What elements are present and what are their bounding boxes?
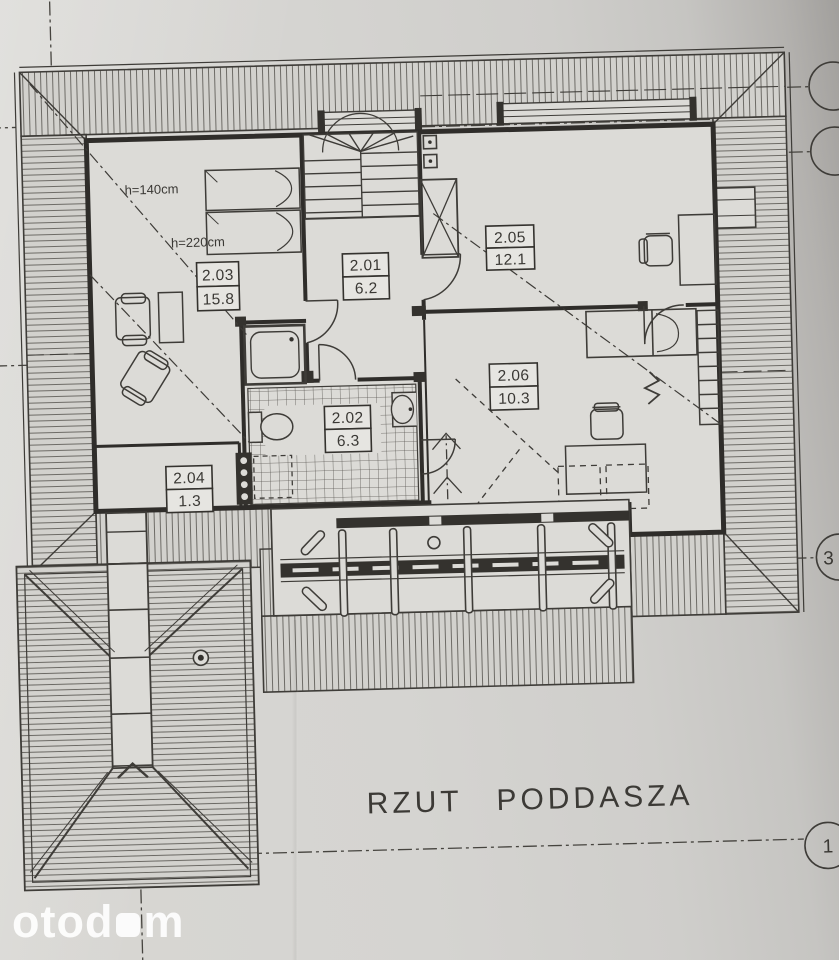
sink <box>390 391 417 428</box>
room-label-2-04 <box>165 464 214 514</box>
chimney-shaft <box>419 134 460 259</box>
doors <box>305 253 684 475</box>
room-label-2-06 <box>488 362 540 411</box>
otodom-square-glyph <box>116 913 141 937</box>
watermark-text-prefix: otod <box>12 896 114 947</box>
side-table <box>157 291 185 344</box>
svg-text:2.05: 2.05 <box>494 229 526 247</box>
hip-lines <box>23 564 253 879</box>
axis-number-3: 3 <box>823 548 834 569</box>
svg-text:2.01: 2.01 <box>350 257 382 275</box>
balcony <box>270 498 633 617</box>
room-2-05 <box>432 213 722 425</box>
armchair-2 <box>120 350 171 406</box>
watermark-text-suffix: m <box>143 896 185 947</box>
svg-text:15.8: 15.8 <box>202 291 234 309</box>
svg-text:6.2: 6.2 <box>355 280 378 298</box>
slope-arrow <box>431 432 463 500</box>
chair-2 <box>589 402 624 441</box>
room-label-2-02 <box>323 404 373 454</box>
axis-number-1: 1 <box>822 836 833 857</box>
desk-chair <box>638 232 674 267</box>
heater-zigzag <box>642 371 661 405</box>
desk <box>677 213 718 286</box>
room-label-2-03 <box>195 260 241 312</box>
bed-2 <box>585 307 698 359</box>
svg-text:1.3: 1.3 <box>178 493 201 511</box>
room-label-2-01 <box>341 251 391 301</box>
dashed-skylights <box>455 378 650 512</box>
svg-text:2.03: 2.03 <box>202 267 234 285</box>
svg-text:2.02: 2.02 <box>332 409 364 427</box>
closet-door-panel <box>235 452 253 505</box>
room-label-2-05 <box>484 224 536 272</box>
height-label-140: h=140cm <box>124 181 178 197</box>
shower <box>242 323 308 386</box>
beds <box>204 167 303 256</box>
lower-roof <box>15 559 260 892</box>
slope-line <box>432 213 722 425</box>
toilet <box>247 411 294 444</box>
room-2-06 <box>431 371 661 512</box>
washer-dashed <box>252 454 294 500</box>
drawing-title: RZUT PODDASZA <box>366 779 694 821</box>
right-wall-wardrobe <box>696 309 722 426</box>
ridge-strip-upper <box>105 511 149 566</box>
drain <box>427 535 441 550</box>
armchair-1 <box>114 292 152 347</box>
svg-text:2.06: 2.06 <box>497 367 529 385</box>
height-label-220: h=220cm <box>171 234 225 250</box>
svg-text:12.1: 12.1 <box>494 251 526 269</box>
svg-text:2.04: 2.04 <box>173 470 205 488</box>
ridge-arrow <box>117 761 149 779</box>
room-labels <box>165 224 540 514</box>
corner-braces <box>300 522 615 612</box>
axis-circle-1 <box>804 821 839 870</box>
room-label-texts: 2.03 15.8 2.01 6.2 2.05 12.1 2.02 6.3 2.… <box>173 229 530 511</box>
staircase <box>302 112 421 220</box>
svg-text:10.3: 10.3 <box>498 390 530 408</box>
svg-text:6.3: 6.3 <box>337 433 360 451</box>
